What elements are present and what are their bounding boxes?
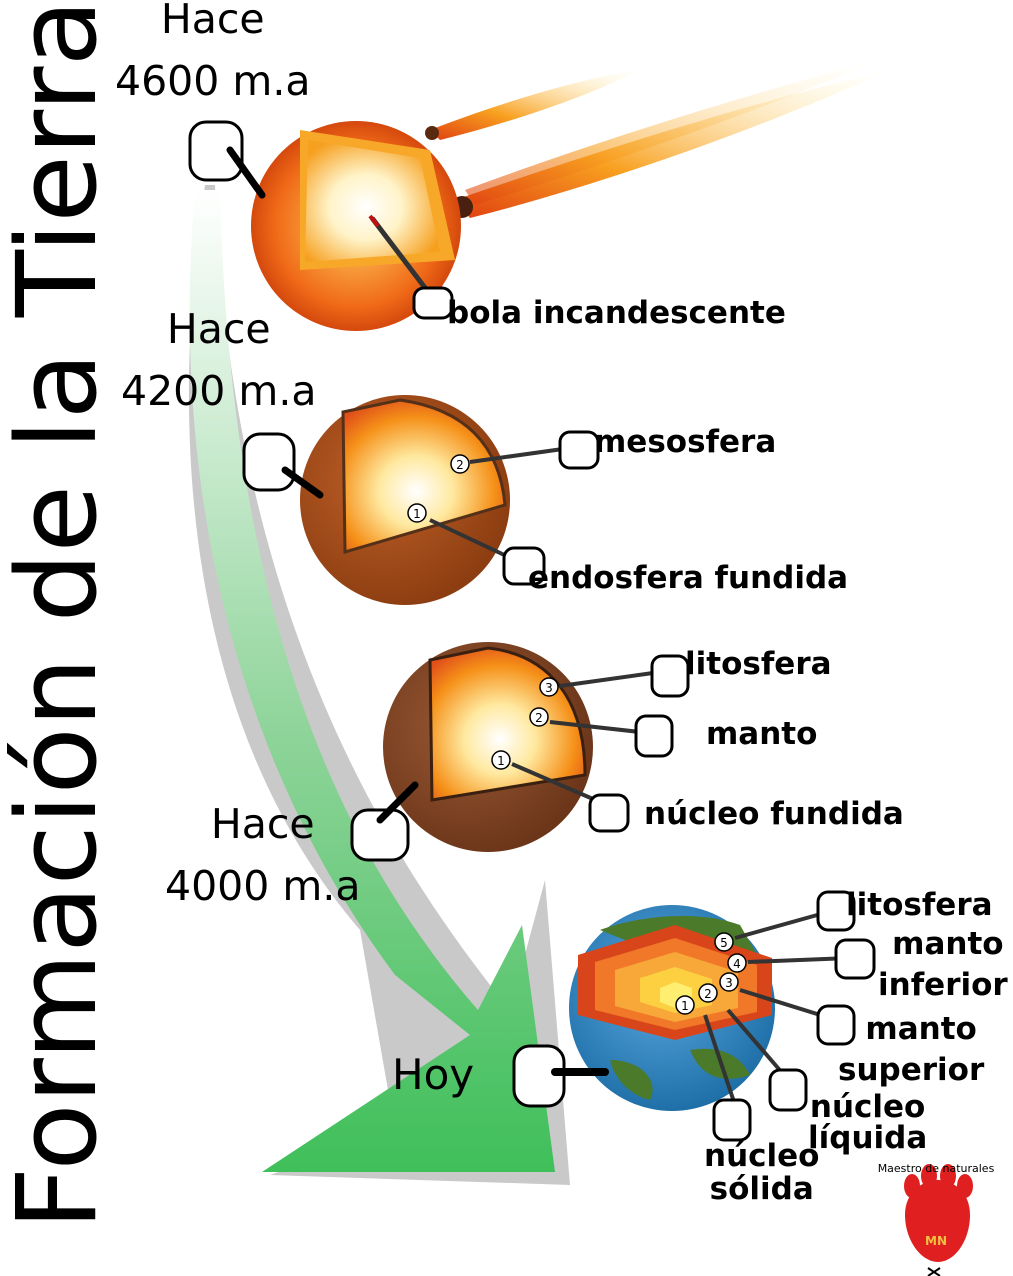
planet-stage-4: 5 4 3 2 1 [569,905,851,1111]
svg-text:3: 3 [725,976,733,990]
hand-icon-stage4-b [834,938,876,980]
era-date-3: 4000 m.a [165,862,361,910]
logo-monogram: MN [925,1234,947,1248]
hand-icon-stage2-b [502,546,546,586]
svg-text:3: 3 [545,681,553,695]
label-bola-incandescente: bola incandescente [447,295,786,331]
hand-icon-stage4-d [768,1068,808,1112]
logo-paw-icon [904,1164,973,1276]
svg-text:5: 5 [720,936,728,950]
label-manto-superior-2: superior [838,1052,985,1088]
label-nucleo-liquida-2: líquida [808,1120,928,1156]
era-hace-2: Hace [166,305,271,353]
hand-icon-stage4-e [712,1098,752,1142]
era-hace-1: Hace [160,0,265,43]
label-nucleo-liquida-1: núcleo [809,1089,926,1125]
label-manto-inferior: manto inferior [878,928,1008,1002]
hand-icon-stage3 [350,781,419,862]
svg-text:1: 1 [413,507,421,521]
hand-icon-stage2 [242,432,324,499]
label-litosfera-3: litosfera [685,646,832,682]
hand-icon-stage3-a [650,654,690,698]
planet-stage-2: 2 1 [300,395,571,605]
label-nucleo-solida-2: sólida [709,1171,814,1207]
label-manto-3: manto [706,716,818,752]
svg-text:2: 2 [456,458,464,472]
era-stage-3: Hace 4000 m.a [165,793,360,917]
hand-icon-stage3-c [588,793,630,833]
planet-stage-3: 3 2 1 [383,642,661,852]
label-nucleo-liquida: núcleo líquida [808,1092,927,1154]
label-manto-superior: manto superior [838,1013,984,1087]
label-endosfera-fundida: endosfera fundida [528,560,849,596]
hand-icon-stage3-b [634,714,674,758]
svg-text:2: 2 [535,711,543,725]
hand-icon-stage1-pointer [412,286,454,320]
hand-icon-stage4-c [816,1004,856,1046]
logo-text: Maestro de naturales [877,1162,995,1175]
label-manto-inferior-1: manto [892,926,1004,962]
era-hace-3: Hace [210,800,315,848]
hand-icon-stage4 [512,1044,609,1108]
svg-text:2: 2 [704,987,712,1001]
era-date-2: 4200 m.a [121,367,317,415]
era-stage-2: Hace 4200 m.a [121,298,316,422]
svg-text:4: 4 [733,957,741,971]
label-manto-inferior-2: inferior [878,967,1008,1003]
label-nucleo-solida: núcleo sólida [704,1140,819,1206]
label-nucleo-fundida: núcleo fundida [644,796,904,832]
planet-stage-1 [251,121,461,331]
label-mesosfera: mesosfera [594,424,777,460]
svg-text:1: 1 [497,754,505,768]
hand-icon-stage2-a [558,430,600,470]
label-litosfera-4: litosfera [846,887,993,923]
comet-trails [425,60,890,218]
label-manto-superior-1: manto [865,1011,977,1047]
era-hoy: Hoy [392,1050,475,1099]
label-nucleo-solida-1: núcleo [704,1138,820,1174]
hand-icon-stage4-a [816,890,856,932]
pointing-hands [188,120,876,1142]
svg-text:1: 1 [681,999,689,1013]
era-date-1: 4600 m.a [115,57,311,105]
era-stage-1: Hace 4600 m.a [115,0,310,112]
hand-icon-stage1 [188,120,266,199]
